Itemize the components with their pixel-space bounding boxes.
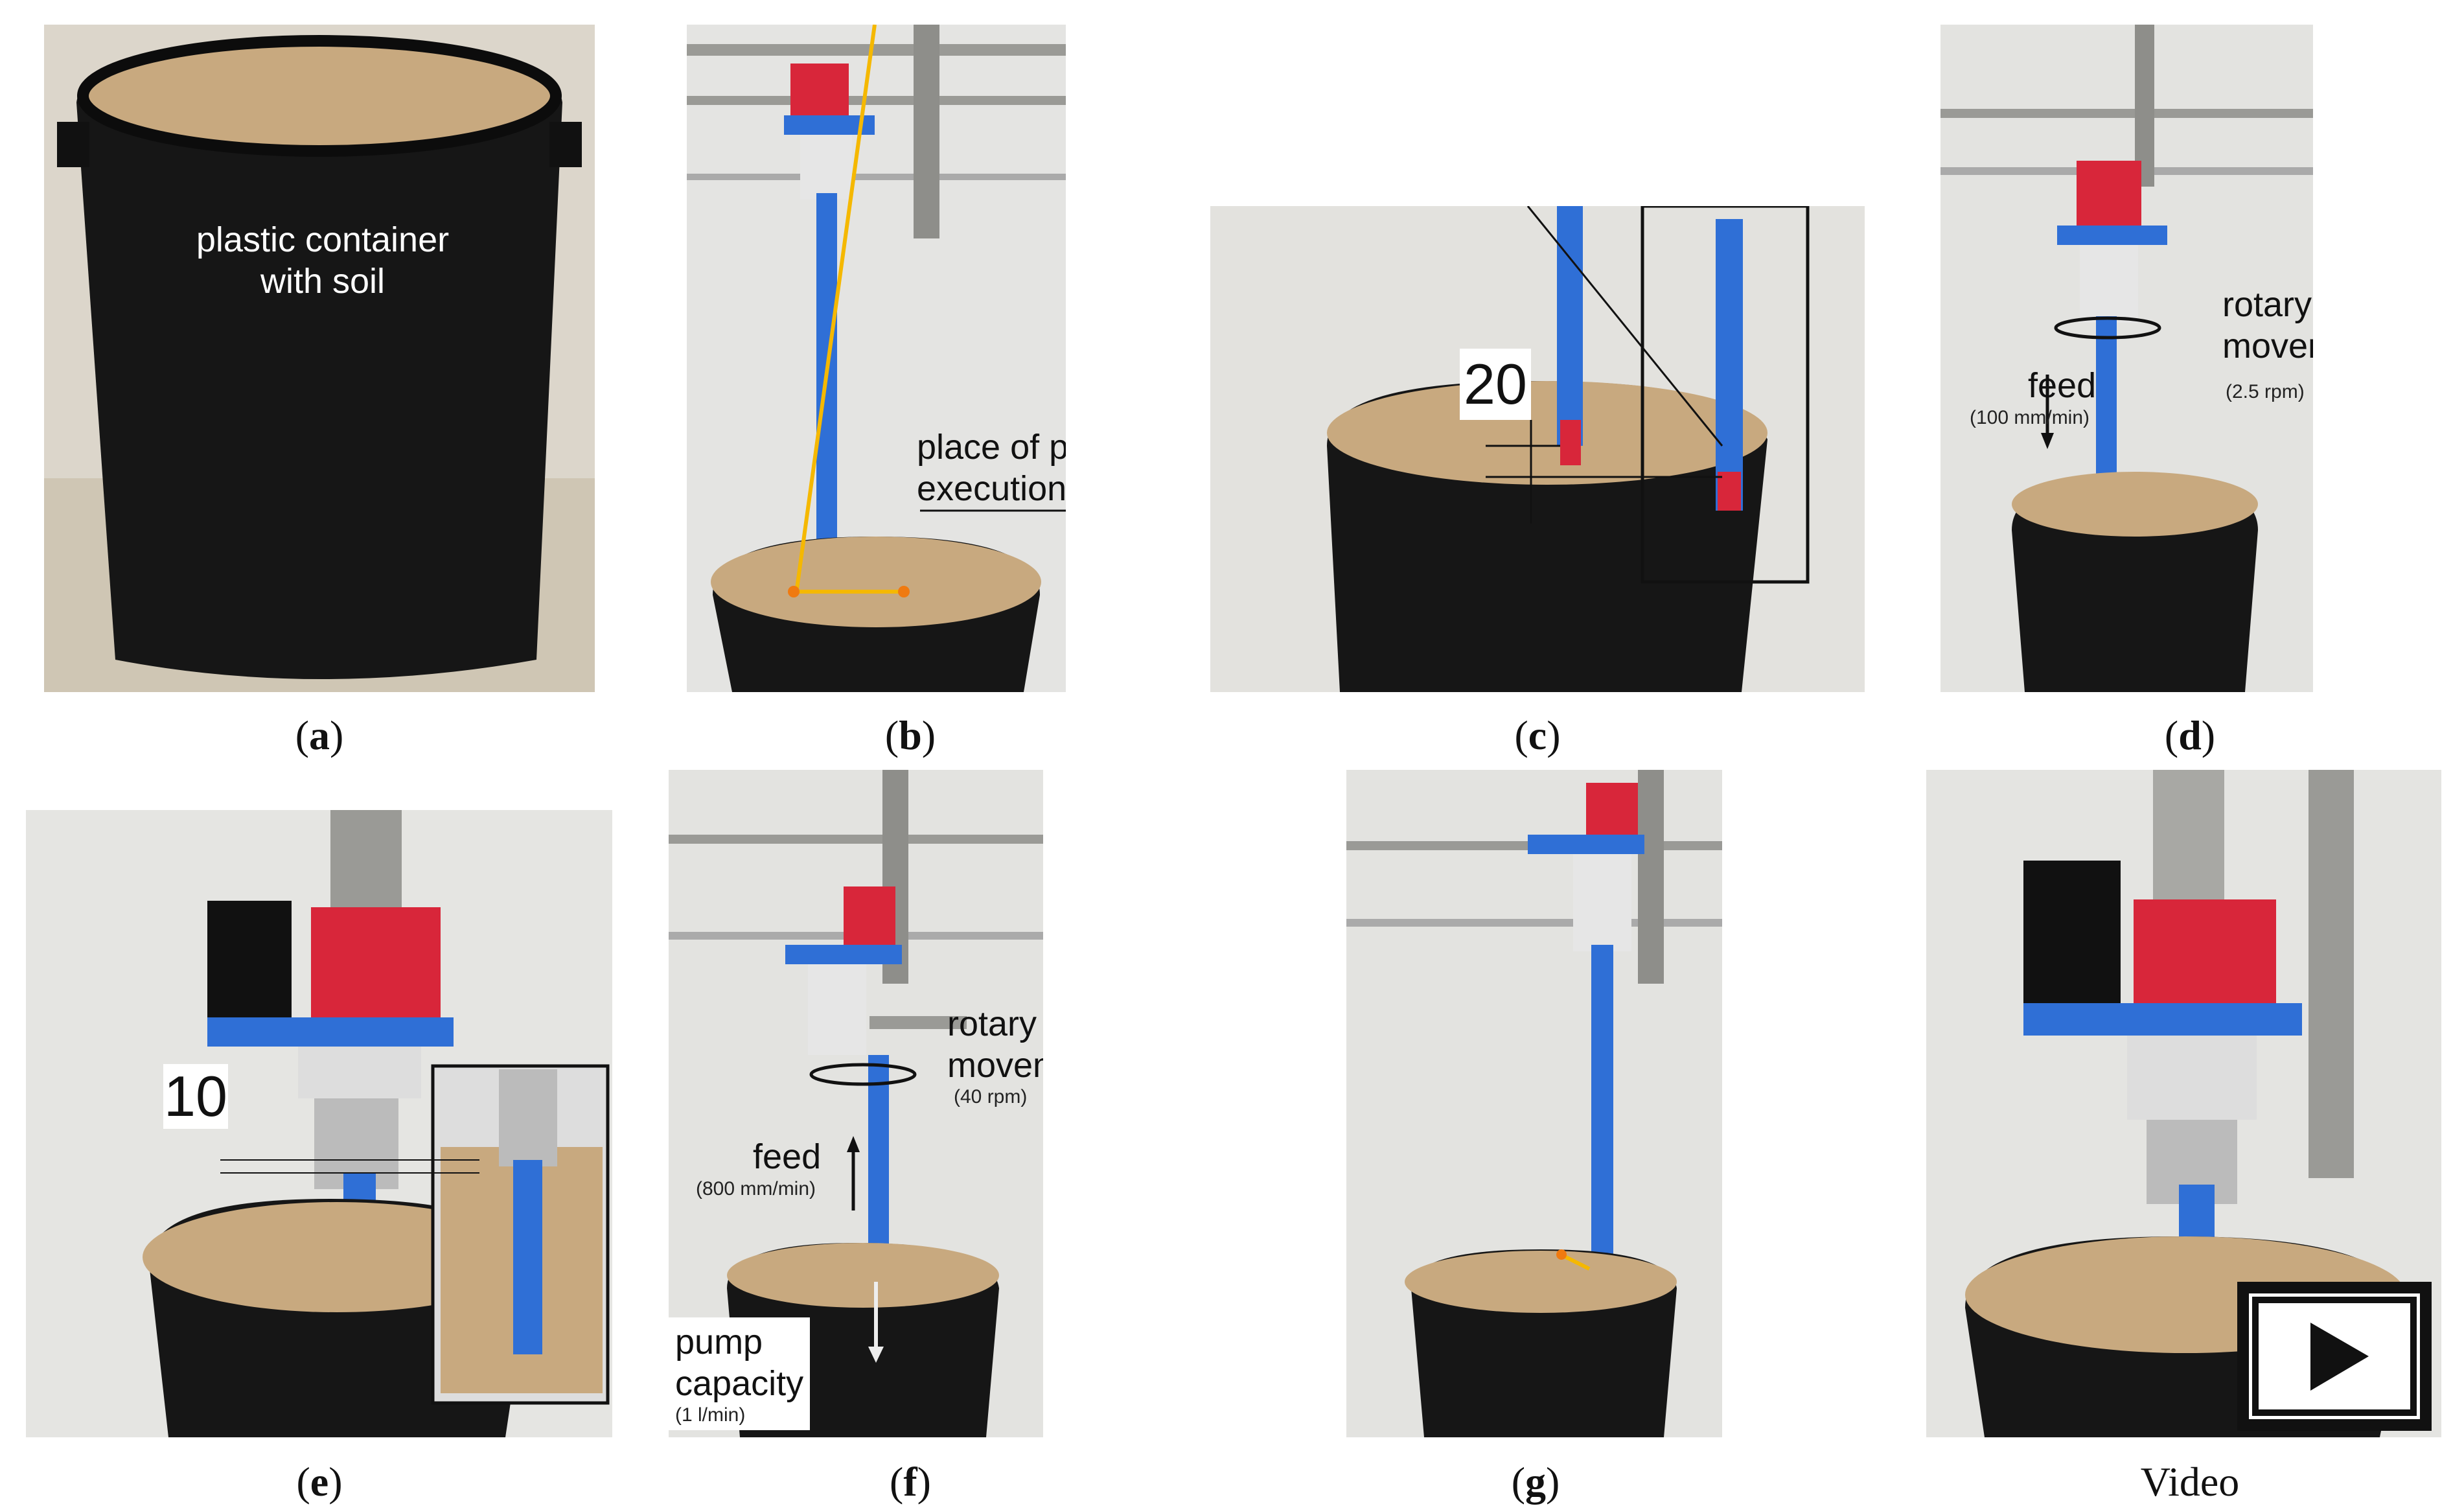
play-icon xyxy=(2252,1297,2417,1416)
pump-value-label: (1 l/min) xyxy=(675,1404,746,1426)
container-drawing xyxy=(44,25,595,692)
caption-a: (a) xyxy=(295,712,344,758)
panel-d-photo: rotary head movement (2.5 rpm) feed (100… xyxy=(1940,25,2313,692)
rotary-speed-label: (40 rpm) xyxy=(954,1086,1028,1107)
panel-video-thumbnail[interactable] xyxy=(1926,770,2441,1437)
caption-g: (g) xyxy=(1511,1459,1560,1505)
dimension-label-20: 20 xyxy=(1460,349,1531,420)
panel-a-photo: plastic container with soil xyxy=(44,25,595,692)
rotary-speed-label: (2.5 rpm) xyxy=(2226,381,2305,402)
rig-drilling-drawing xyxy=(1940,25,2313,692)
rotary-head-label: rotary head movement xyxy=(947,1004,1043,1085)
feed-label: feed xyxy=(753,1137,822,1176)
feed-speed-label: (800 mm/min) xyxy=(696,1178,816,1199)
caption-e: (e) xyxy=(296,1459,343,1505)
caption-d: (d) xyxy=(2164,712,2216,758)
play-button[interactable] xyxy=(2237,1282,2432,1431)
pump-capacity-box: pump capacity (1 l/min) xyxy=(669,1317,811,1430)
rotary-head-label: rotary head movement xyxy=(2222,285,2313,365)
dimension-label-10: 10 xyxy=(163,1064,228,1129)
feed-label: feed xyxy=(2028,366,2097,405)
panel-b-photo: place of pile execution xyxy=(687,25,1066,692)
container-label: plastic container with soil xyxy=(196,220,450,301)
rig-withdrawal-drawing xyxy=(143,810,610,1437)
arrow-diagonal xyxy=(795,25,877,589)
panel-c-photo: 20 xyxy=(1210,206,1865,692)
pump-label: pump capacity xyxy=(675,1323,804,1403)
rig-drawing xyxy=(687,25,1066,692)
pile-place-label: place of pile execution xyxy=(917,428,1066,508)
panel-g-photo xyxy=(1346,770,1722,1437)
feed-speed-label: (100 mm/min) xyxy=(1970,407,2090,428)
auger-closeup-drawing xyxy=(1327,206,1810,692)
caption-video: Video xyxy=(2140,1459,2240,1505)
rig-completed-drawing xyxy=(1346,770,1722,1437)
caption-c: (c) xyxy=(1514,712,1561,758)
caption-b: (b) xyxy=(884,712,936,758)
caption-f: (f) xyxy=(890,1459,931,1505)
panel-f-photo: rotary head movement (40 rpm) feed (800 … xyxy=(669,770,1043,1437)
panel-e-photo: 10 xyxy=(26,810,612,1437)
